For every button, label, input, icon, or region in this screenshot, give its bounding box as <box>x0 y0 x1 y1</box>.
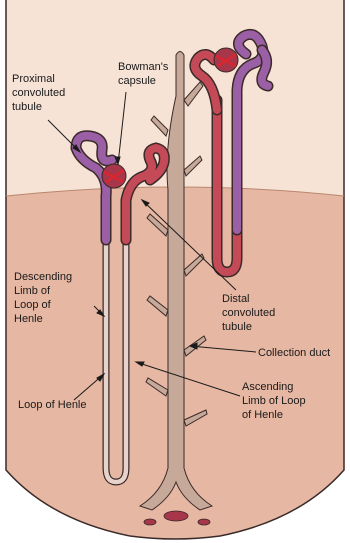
label-collection-duct: Collection duct <box>258 347 330 359</box>
label-line: Descending <box>14 271 72 283</box>
label-line: Loop of <box>14 299 52 311</box>
glomerulus-right <box>214 48 238 72</box>
label-line: tubule <box>222 321 252 333</box>
label-loop-of-henle: Loop of Henle <box>18 399 87 411</box>
label-line: convoluted <box>222 307 275 319</box>
label-line: Distal <box>222 293 250 305</box>
label-line: capsule <box>118 75 156 87</box>
label-line: Limb of <box>14 285 51 297</box>
label-line: Proximal <box>12 73 55 85</box>
label-line: convoluted <box>12 87 65 99</box>
label-line: Henle <box>14 313 43 325</box>
label-line: tubule <box>12 101 42 113</box>
label-line: of Henle <box>242 409 283 421</box>
label-line: Bowman's <box>118 61 169 73</box>
label-line: Limb of Loop <box>242 395 306 407</box>
glomerulus-left <box>102 164 126 188</box>
label-line: Ascending <box>242 381 293 393</box>
